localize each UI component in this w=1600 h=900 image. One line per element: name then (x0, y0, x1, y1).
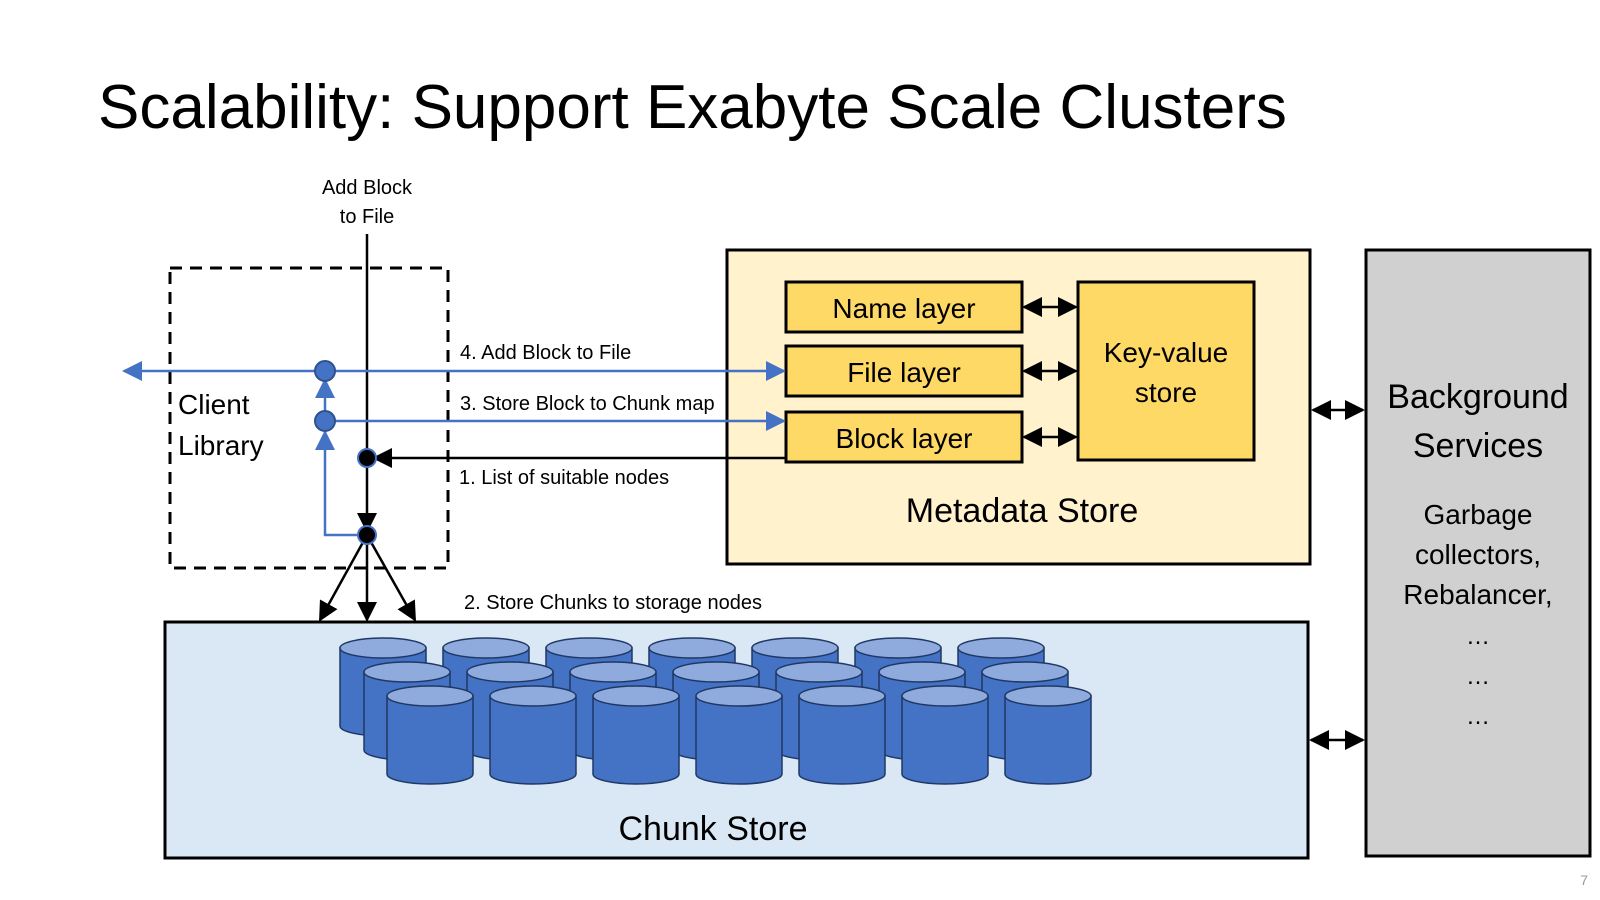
storage-disk-icon (489, 685, 577, 785)
step3-label: 3. Store Block to Chunk map (460, 393, 715, 415)
chunk-store-label: Chunk Store (619, 810, 808, 848)
key-value-store-box (1076, 280, 1256, 462)
storage-disk-icon (592, 685, 680, 785)
bg-services-item: Garbage (1424, 499, 1533, 530)
bg-services-item: collectors, (1415, 539, 1541, 570)
bg-services-item: Rebalancer, (1403, 579, 1552, 610)
kv-store-label-line2: store (1135, 377, 1197, 408)
metadata-store-label: Metadata Store (906, 492, 1138, 530)
client-library-label-line1: Client (178, 389, 250, 420)
storage-disk-icon (901, 685, 989, 785)
client-library-label-line2: Library (178, 430, 264, 461)
junction-dot-step2 (357, 525, 377, 545)
storage-disk-icon (798, 685, 886, 785)
file-layer-label: File layer (847, 357, 961, 388)
bg-services-title-line1: Background (1387, 378, 1568, 416)
step1-label: 1. List of suitable nodes (459, 467, 669, 489)
block-layer-box (784, 410, 1024, 464)
bg-services-item: … (1466, 703, 1490, 730)
bg-services-title-line2: Services (1413, 427, 1543, 465)
storage-disk-icon (1004, 685, 1092, 785)
bg-services-item: … (1466, 623, 1490, 650)
client-library-box (168, 266, 450, 570)
block-layer-label: Block layer (836, 423, 973, 454)
slide-title: Scalability: Support Exabyte Scale Clust… (98, 73, 1287, 142)
add-block-label-line1: Add Block (322, 177, 413, 199)
bg-services-item: … (1466, 663, 1490, 690)
junction-dot-step1 (357, 448, 377, 468)
kv-store-label-line1: Key-value (1104, 337, 1229, 368)
add-block-label-line2: to File (340, 206, 394, 228)
disk-array (339, 637, 1092, 785)
storage-disk-icon (695, 685, 783, 785)
blue-loop-path (315, 430, 367, 537)
junction-dot-step4 (314, 360, 336, 382)
step2-arrow-left (318, 534, 369, 622)
name-layer-label: Name layer (832, 293, 975, 324)
step2-label: 2. Store Chunks to storage nodes (464, 592, 762, 614)
step2-arrow-right (365, 534, 417, 622)
file-layer-box (784, 344, 1024, 398)
background-services-box (1364, 248, 1592, 858)
junction-dot-step3 (314, 410, 336, 432)
storage-disk-icon (386, 685, 474, 785)
step4-label: 4. Add Block to File (460, 342, 631, 364)
page-number: 7 (1580, 872, 1588, 888)
